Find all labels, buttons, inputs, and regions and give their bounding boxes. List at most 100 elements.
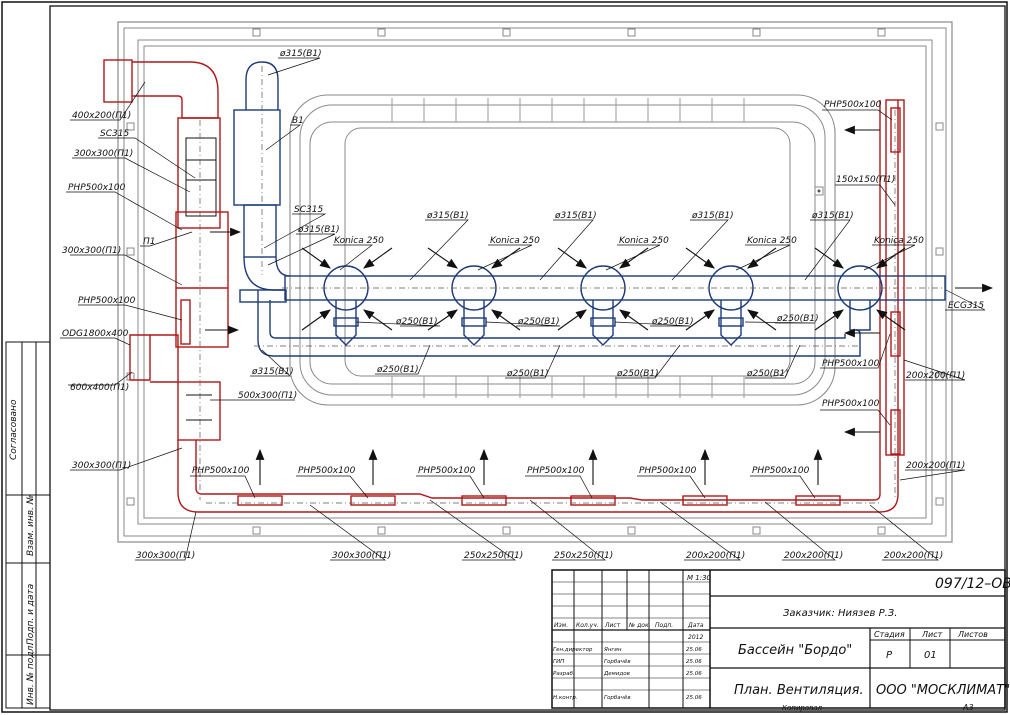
tb-r1-date: 25.06 [686,647,702,653]
label-200x200-r2: 200x200(П1) [906,461,965,471]
building-outline [117,21,953,543]
label-400x200: 400x200(П1) [72,111,131,121]
tb-r3-role: Разраб. [553,671,575,677]
stamp-podp-data: Подп. и дата [26,584,36,645]
title-block-text: М 1:30 097/12–ОВ Заказчик: Ниязев Р.З. И… [553,574,1010,712]
label-200x200-bot1: 200x200(П1) [686,551,745,561]
tb-r4-date: 25.06 [686,695,702,701]
tb-doc-number: 097/12–ОВ [935,576,1010,592]
label-300x300-b: 300x300(П1) [62,246,121,256]
label-300x300-a: 300x300(П1) [74,149,133,159]
tb-format: А3 [962,703,974,712]
tb-copied: Копировал [782,704,823,712]
tb-company: ООО "МОСКЛИМАТ" [876,683,1010,698]
label-250x250-bot2: 250x250(П1) [554,551,613,561]
label-rhp-mid-left: PHP500x100 [78,296,136,306]
label-d315-b4: ø315(В1) [811,211,854,221]
tb-r1-name: Янгин [603,647,622,653]
tb-sheet-hdr: Лист [921,630,943,639]
label-150x150: 150x150(П1) [836,175,895,185]
tb-col-ndok: № док. [628,622,651,629]
label-b1: В1 [292,116,304,126]
tb-project: Бассейн "Бордо" [738,643,852,658]
label-d250-5: ø250(В1) [376,365,419,375]
tb-r4-role: Н.контр. [553,695,578,701]
label-rhp-b3: PHP500x100 [418,466,476,476]
label-sc315-a: SC315 [100,129,129,139]
label-konica-3: Konica 250 [619,236,669,246]
label-konica-5: Konica 250 [874,236,924,246]
tb-stage-hdr: Стадия [874,630,905,639]
tb-sheets-hdr: Листов [957,630,988,639]
label-rhp-top-left: PHP500x100 [68,183,126,193]
side-stamp [5,341,51,709]
label-sc315-b: SC315 [294,205,323,215]
tb-col-izm: Изм. [554,622,568,629]
label-200x200-bot3: 200x200(П1) [884,551,943,561]
stamp-vzam-inv: Взам. инв. № [26,495,36,556]
label-rhp-b5: PHP500x100 [639,466,697,476]
tb-stage: Р [886,650,893,661]
label-rhp-right-low: PHP500x100 [822,399,880,409]
airflow-arrows [205,125,994,485]
label-d250-7: ø250(В1) [616,369,659,379]
column-markers [126,28,944,535]
label-d315-low: ø315(В1) [251,367,294,377]
label-500x300: 500x300(П1) [238,391,297,401]
tb-r2-role: ГИП [553,659,564,665]
tb-col-koluch: Кол.уч. [576,622,599,629]
label-300x300-bot2: 300x300(П1) [332,551,391,561]
label-200x200-bot2: 200x200(П1) [784,551,843,561]
tb-col-data: Дата [687,622,704,629]
label-d250-8: ø250(В1) [746,369,789,379]
leader-lines [60,57,986,561]
label-rhp-right-top: PHP500x100 [824,100,882,110]
label-d315-b3: ø315(В1) [691,211,734,221]
label-d315-b2: ø315(В1) [554,211,597,221]
label-d250-6: ø250(В1) [506,369,549,379]
label-d315-b1: ø315(В1) [426,211,469,221]
label-d250-4: ø250(В1) [776,314,819,324]
label-rhp-b2: PHP500x100 [298,466,356,476]
label-d250-3: ø250(В1) [651,317,694,327]
tb-year: 2012 [688,634,703,641]
label-300x300-c: 300x300(П1) [72,461,131,471]
label-odg: ODG1800x400 [62,329,129,339]
pool-outline [289,94,836,406]
tb-r2-date: 25.06 [686,659,702,665]
tb-col-podp: Подп. [655,622,673,629]
label-d315-left: ø315(В1) [297,225,340,235]
label-konica-2: Konica 250 [490,236,540,246]
stamp-soglasovano: Согласовано [9,399,19,460]
label-rhp-b4: PHP500x100 [527,466,585,476]
tb-col-list: Лист [604,622,621,629]
tb-sheet-title: План. Вентиляция. [734,683,864,698]
label-rhp-b1: PHP500x100 [192,466,250,476]
tb-scale: М 1:30 [687,574,712,582]
title-block-grid [551,569,1006,709]
label-ecg: ECG315 [948,301,984,311]
label-rhp-b6: PHP500x100 [752,466,810,476]
tb-r3-date: 25.06 [686,671,702,677]
label-300x300-bot1: 300x300(П1) [136,551,195,561]
tb-r1-role: Ген.директор [553,647,593,653]
tb-r3-name: Демидов [603,671,630,677]
label-p1: П1 [143,237,156,247]
tb-r2-name: Горбачёв [604,659,631,665]
drawing-frame [49,5,1006,711]
tb-r4-name: Горбачёв [604,695,631,701]
axis-lines [199,66,945,504]
label-250x250-bot1: 250x250(П1) [464,551,523,561]
duct-labels: 400x200(П1) SC315 300x300(П1) PHP500x100… [62,49,984,561]
label-d250-1: ø250(В1) [395,317,438,327]
stamp-inv-podl: Инв. № подл. [26,643,36,705]
tb-sheet: 01 [924,650,937,661]
supply-duct-system [103,59,905,513]
tb-customer: Заказчик: Ниязев Р.З. [783,608,897,619]
label-d315-top: ø315(В1) [279,49,322,59]
label-600x400: 600x400(П1) [70,383,129,393]
label-200x200-r1: 200x200(П1) [906,371,965,381]
label-konica-4: Konica 250 [747,236,797,246]
